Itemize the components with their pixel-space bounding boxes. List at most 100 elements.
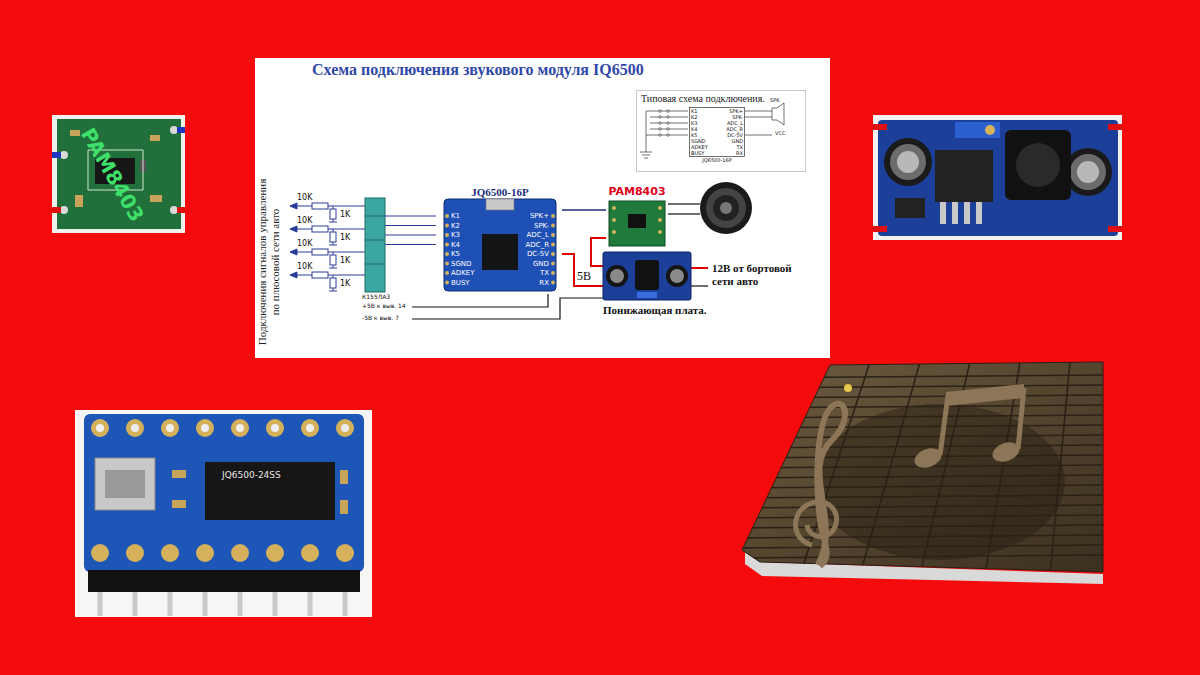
step-down-photo-part — [1005, 130, 1071, 200]
power-note: +5В к выв. 14 — [362, 303, 406, 310]
inset-chip-shape-part — [690, 108, 745, 157]
pin-label: TX — [737, 145, 743, 151]
step-down-photo-part — [1070, 154, 1106, 190]
jq6500-photo-part — [231, 544, 249, 562]
pam8403-photo-part — [170, 126, 178, 134]
inset-wiring — [640, 103, 784, 158]
inset-wiring-part — [650, 111, 688, 112]
power-note: -5В к выв. 7 — [362, 315, 399, 322]
speaker-box-photo-part-part — [730, 555, 1110, 558]
speaker-box-photo-part-part — [730, 435, 1110, 438]
jq6500-module-shape-part — [445, 271, 449, 275]
inset-wiring-part — [650, 129, 688, 130]
step-down-photo-part — [940, 202, 946, 224]
step-down-board-shape-part — [635, 260, 659, 290]
chip-marking: JQ6500-24SS — [222, 470, 281, 480]
control-input-network-part — [329, 268, 337, 269]
control-input-network-part — [330, 209, 336, 219]
control-input-network-part — [329, 291, 337, 292]
jq6500-photo-part — [203, 592, 208, 616]
logic-chip-block-part — [365, 240, 385, 241]
pin-label: SGND — [451, 260, 472, 268]
pin-label: RX — [539, 279, 549, 287]
inset-wiring-part — [745, 111, 772, 112]
pin-label: K5 — [691, 133, 697, 139]
jq6500-photo-part — [91, 544, 109, 562]
control-input-network — [290, 203, 365, 291]
jq6500-module-shape-part — [551, 233, 555, 237]
step-down-board-shape-part — [603, 252, 691, 300]
speaker-box-photo-part — [946, 384, 1024, 406]
pin-label: K3 — [691, 121, 697, 127]
control-input-network-part — [290, 203, 297, 209]
jq6500-photo-part — [88, 570, 360, 592]
jq6500-photo-part — [301, 544, 319, 562]
speaker-box-photo-part-part — [730, 415, 1110, 418]
step-down-photo-part — [952, 202, 958, 224]
jq6500-photo-part — [343, 592, 348, 616]
jq6500-module-shape-part — [445, 224, 449, 228]
inset-wiring-part — [745, 135, 772, 136]
pam8403-board: PAM8403 — [606, 186, 668, 248]
board-title: PAM8403 — [608, 186, 665, 199]
speaker-box-photo-part-part — [730, 515, 1110, 518]
speaker-box-photo-part-part — [730, 375, 1110, 378]
jq6500-photo-part — [98, 592, 103, 616]
jq6500-photo-part — [168, 592, 173, 616]
speaker-box-photo-part-part — [730, 425, 1110, 428]
inset-wiring-part — [650, 117, 688, 118]
jq6500-module-shape-part — [551, 252, 555, 256]
jq6500-module-shape-part — [551, 271, 555, 275]
pam8403-photo-part — [150, 195, 162, 202]
pin-label: GND — [732, 139, 743, 145]
jq6500-photo-part — [238, 592, 243, 616]
jq6500-module-shape-part — [445, 262, 449, 266]
pin-label: ADKEY — [691, 145, 708, 151]
jq6500-photo-part — [96, 424, 104, 432]
inset-wiring-part — [644, 158, 648, 159]
speaker-box-photo-part-part — [730, 385, 1110, 388]
speaker-box-photo-part-part — [730, 405, 1110, 408]
pin-label: ADKEY — [451, 269, 474, 277]
pin-label: DC-5V — [727, 133, 743, 139]
ground-wires-part — [412, 294, 548, 307]
control-wires-part — [385, 235, 436, 236]
pin-label: ADC_R — [526, 241, 549, 249]
pin-label: ADC_L — [727, 121, 743, 127]
step-down-board-shape-part — [670, 269, 684, 283]
control-wires-part — [385, 225, 436, 226]
inset-wiring-part — [772, 103, 784, 125]
pam8403-photo-part — [52, 207, 61, 213]
supply-note: 12В от бортовой сети авто — [712, 262, 812, 287]
step-down-photo-part — [878, 120, 1118, 236]
board-marking: PAM8403 — [76, 124, 148, 225]
speaker-box-photo-part-part — [730, 475, 1110, 478]
jq6500-photo — [75, 410, 372, 617]
jq6500-photo-part — [95, 458, 155, 510]
resistor-value: 10K — [297, 193, 312, 202]
inset-wiring-part — [659, 116, 661, 118]
jq6500-photo-part — [205, 462, 335, 520]
module-title: JQ6500-16P — [471, 186, 528, 199]
step-down-photo-part — [897, 151, 919, 173]
speaker-symbol-part — [668, 203, 700, 204]
step-down-board-shape-part — [666, 265, 688, 287]
speaker-box-photo-part-part — [860, 362, 920, 575]
inset-wiring-part — [659, 110, 661, 112]
inset-wiring-part — [646, 111, 647, 152]
control-input-network-part — [329, 222, 337, 223]
jq6500-module-shape-part — [551, 262, 555, 266]
speaker-box-photo-part-part — [730, 485, 1110, 488]
jq6500-module-shape-part — [551, 214, 555, 218]
pin-label: GND — [533, 260, 549, 268]
jq6500-photo-part — [306, 424, 314, 432]
speaker-box-photo-part — [844, 384, 852, 392]
pin-label: ADC_L — [527, 231, 549, 239]
speaker-symbol-part — [713, 195, 739, 221]
inset-wiring-part — [646, 111, 650, 112]
jq6500-module-shape-part — [445, 214, 449, 218]
pam8403-photo-part — [150, 135, 160, 141]
jq6500-photo-part — [161, 544, 179, 562]
